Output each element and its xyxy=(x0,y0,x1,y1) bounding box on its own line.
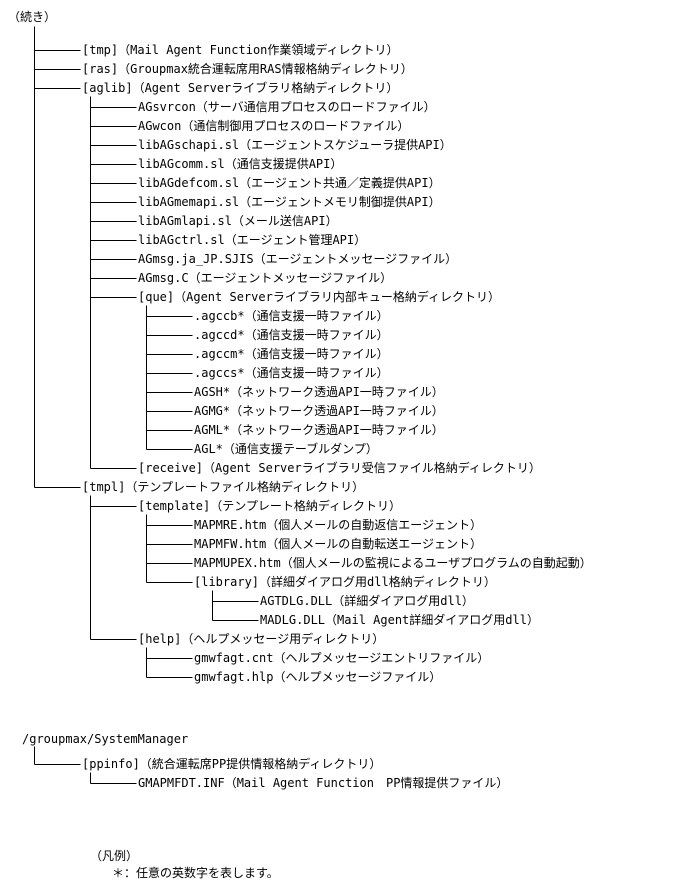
continued-label: （続き） xyxy=(8,10,57,24)
tree-file-item: libAGschapi.sl（エージェントスケジューラ提供API） xyxy=(138,138,452,152)
tree2-root-path: /groupmax/SystemManager xyxy=(22,732,189,746)
tree-file-item: .agccs*（通信支援一時ファイル） xyxy=(194,366,389,380)
tree-file-item: AGMG*（ネットワーク透過API一時ファイル） xyxy=(194,404,444,418)
tree-directory-item: [tmpl]（テンプレートファイル格納ディレクトリ） xyxy=(82,480,365,494)
tree-file-item: libAGcomm.sl（通信支援提供API） xyxy=(138,157,343,171)
tree-file-item: MADLG.DLL（Mail Agent詳細ダイアログ用dll） xyxy=(260,613,539,627)
tree-file-item: AGmsg.C（エージェントメッセージファイル） xyxy=(138,271,393,285)
tree-file-item: libAGctrl.sl（エージェント管理API） xyxy=(138,233,367,247)
tree-directory-item: [aglib]（Agent Serverライブラリ格納ディレクトリ） xyxy=(82,81,399,95)
tree-file-item: AGML*（ネットワーク透過API一時ファイル） xyxy=(194,423,444,437)
tree-directory-item: [help]（ヘルプメッセージ用ディレクトリ） xyxy=(138,632,385,646)
tree-file-item: AGSH*（ネットワーク透過API一時ファイル） xyxy=(194,385,444,399)
tree-file-item: gmwfagt.cnt（ヘルプメッセージエントリファイル） xyxy=(194,651,490,665)
tree-directory-item: [template]（テンプレート格納ディレクトリ） xyxy=(138,499,402,513)
tree-file-item: AGL*（通信支援テーブルダンプ） xyxy=(194,442,378,456)
legend-text: ＊：任意の英数字を表します。 xyxy=(112,866,279,880)
tree-file-item: [tmp]（Mail Agent Function作業領域ディレクトリ） xyxy=(82,43,399,57)
tree-file-item: AGwcon（通信制御用プロセスのロードファイル） xyxy=(138,119,410,133)
legend-title: （凡例） xyxy=(90,849,139,863)
tree-directory-item: [ppinfo]（統合運転席PP提供情報格納ディレクトリ） xyxy=(82,757,382,771)
tree-file-item: [receive]（Agent Serverライブラリ受信ファイル格納ディレクト… xyxy=(138,461,541,475)
tree-file-item: [ras]（Groupmax統合運転席用RAS情報格納ディレクトリ） xyxy=(82,62,413,76)
tree-file-item: MAPMFW.htm（個人メールの自動転送エージェント） xyxy=(194,537,483,551)
tree-file-item: libAGdefcom.sl（エージェント共通／定義提供API） xyxy=(138,176,441,190)
tree-directory-item: [library]（詳細ダイアログ用dll格納ディレクトリ） xyxy=(194,575,496,589)
tree-file-item: gmwfagt.hlp（ヘルプメッセージファイル） xyxy=(194,670,442,684)
tree-file-item: AGTDLG.DLL（詳細ダイアログ用dll） xyxy=(260,594,474,608)
tree-file-item: libAGmemapi.sl（エージェントメモリ制御提供API） xyxy=(138,195,441,209)
tree-file-item: libAGmlapi.sl（メール送信API） xyxy=(138,214,338,228)
tree-file-item: AGmsg.ja_JP.SJIS（エージェントメッセージファイル） xyxy=(138,252,458,266)
tree-file-item: .agccd*（通信支援一時ファイル） xyxy=(194,328,389,342)
tree-file-item: .agccm*（通信支援一時ファイル） xyxy=(194,347,389,361)
tree-file-item: AGsvrcon（サーバ通信用プロセスのロードファイル） xyxy=(138,100,436,114)
tree-file-item: MAPMUPEX.htm（個人メールの監視によるユーザプログラムの自動起動） xyxy=(194,556,592,570)
tree-directory-item: [que]（Agent Serverライブラリ内部キュー格納ディレクトリ） xyxy=(138,290,500,304)
tree-file-item: GMAPMFDT.INF（Mail Agent Function PP情報提供フ… xyxy=(138,776,509,790)
tree-file-item: .agccb*（通信支援一時ファイル） xyxy=(194,309,389,323)
tree-file-item: MAPMRE.htm（個人メールの自動返信エージェント） xyxy=(194,518,483,532)
